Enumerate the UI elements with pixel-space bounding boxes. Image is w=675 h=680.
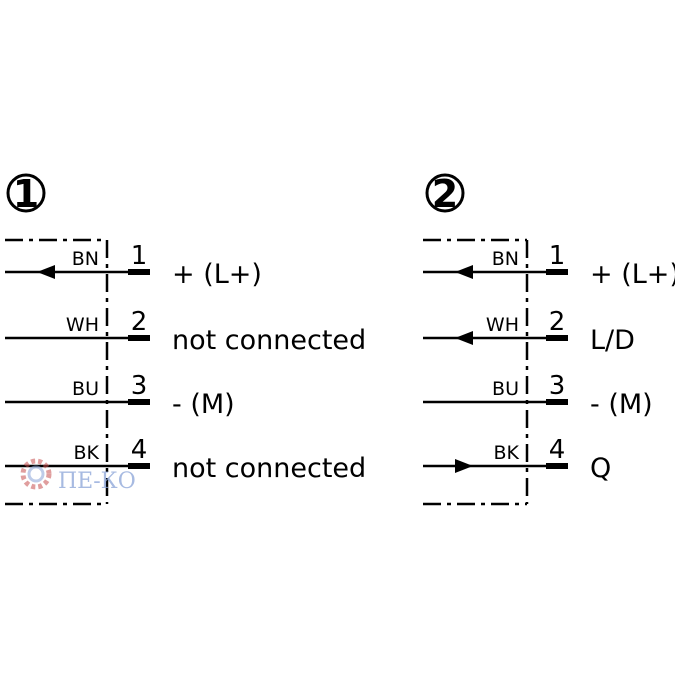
diagram-marker-circle: [425, 173, 465, 213]
signal-label: not connected: [172, 453, 366, 484]
wire-color-label: WH: [66, 314, 99, 336]
signal-label: + (L+): [172, 259, 262, 290]
pin-row-1: BN 1 + (L+): [423, 241, 675, 290]
gear-icon: [20, 458, 52, 490]
arrow-input-icon: [455, 265, 473, 279]
pin-number: 1: [549, 241, 566, 271]
pin-row-3: BU 3 - (M): [423, 371, 653, 420]
wire-color-label: BU: [492, 378, 519, 400]
wire-color-label: WH: [486, 314, 519, 336]
signal-label: not connected: [172, 325, 366, 356]
pin-row-2: WH 2 not connected: [5, 307, 366, 356]
arrow-output-icon: [455, 459, 473, 473]
pin-number: 4: [549, 435, 566, 465]
watermark-text: ПЕ-КО: [58, 469, 136, 494]
wire-color-label: BU: [72, 378, 99, 400]
arrow-input-icon: [455, 331, 473, 345]
signal-label: - (M): [172, 389, 235, 420]
pin-row-1: BN 1 + (L+): [5, 241, 262, 290]
pin-number: 2: [131, 307, 148, 337]
pin-number: 4: [131, 435, 148, 465]
diagram-marker-number: 2: [432, 172, 458, 216]
pin-number: 3: [549, 371, 566, 401]
wire-color-label: BN: [492, 248, 519, 270]
pin-number: 1: [131, 241, 148, 271]
signal-label: + (L+): [590, 259, 675, 290]
pin-row-4: BK 4Q: [423, 435, 611, 484]
signal-label: L/D: [590, 325, 635, 356]
diagram-marker-circle: [6, 173, 46, 213]
pin-row-3: BU 3 - (M): [5, 371, 235, 420]
wire-color-label: BK: [74, 442, 100, 464]
wire-color-label: BK: [494, 442, 520, 464]
pin-row-2: WH 2L/D: [423, 307, 635, 356]
watermark: ПЕ-КО: [20, 458, 136, 494]
wire-color-label: BN: [72, 248, 99, 270]
pin-number: 2: [549, 307, 566, 337]
signal-label: - (M): [590, 389, 653, 420]
diagram-marker-number: 1: [13, 172, 39, 216]
arrow-input-icon: [37, 265, 55, 279]
signal-label: Q: [590, 453, 611, 484]
pin-number: 3: [131, 371, 148, 401]
